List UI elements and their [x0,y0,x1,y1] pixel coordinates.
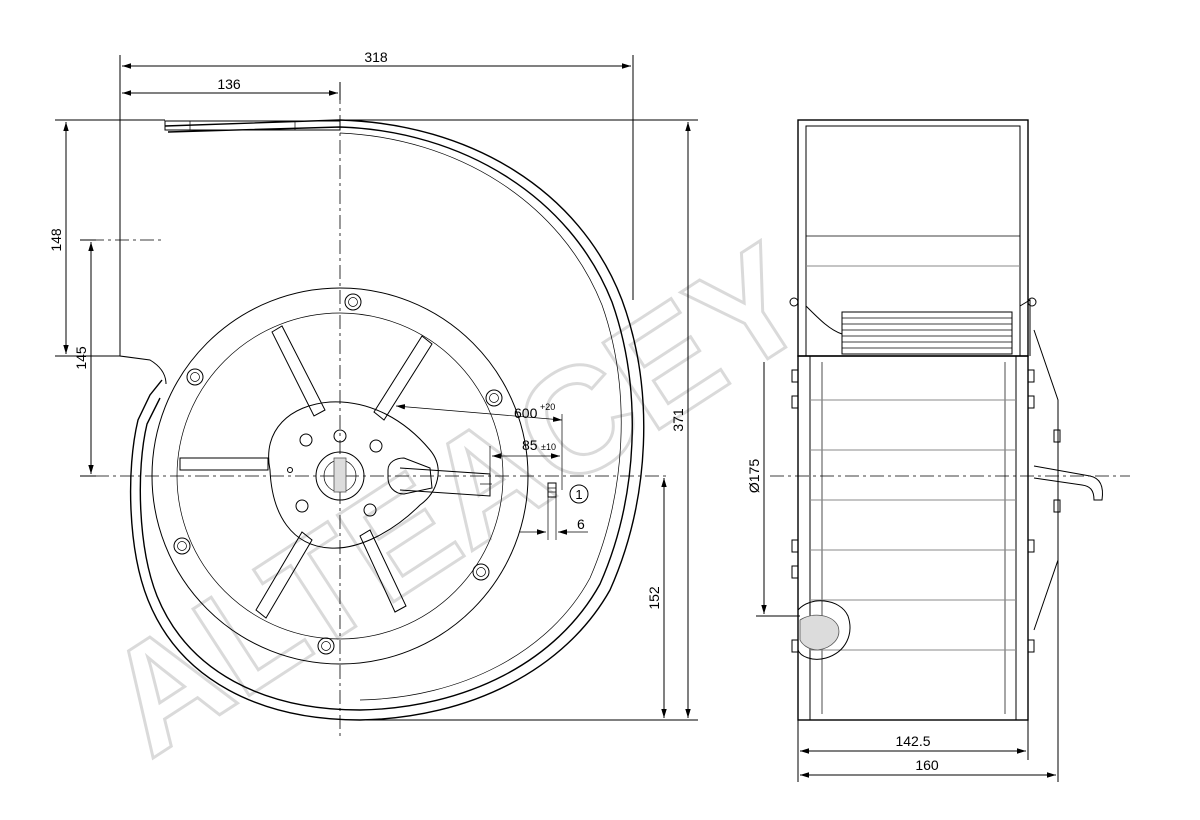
dim-85-tolerance: ±10 [541,442,556,452]
dim-142-5-label: 142.5 [895,733,930,749]
dim-strip-length: 85 ±10 [489,437,560,474]
callout-1: 1 [569,484,589,504]
support-spokes [179,325,433,619]
cable [399,467,491,497]
motor-hub-plate [268,401,439,549]
hub-bolts [287,429,383,517]
dim-cable-length: 600 +20 [395,402,563,490]
side-cable [1033,465,1103,501]
dim-600-label: 600 [514,405,538,421]
inlet-ring-inner [176,312,504,640]
shaft-label [333,457,347,493]
dim-136-label: 136 [217,76,241,92]
dim-diameter-label: Ø175 [746,459,762,493]
dim-diameter: Ø175 [746,362,800,617]
outlet-flange [164,120,341,131]
dim-152-label: 152 [646,586,662,610]
dim-height-total: 371 [340,119,698,721]
dim-height-outlet: 145 [73,239,96,477]
side-housing-body [797,355,1029,721]
inlet-ring-outer [151,287,529,665]
terminal-box-fins [842,317,1012,349]
housing-inner-spiral [139,126,633,711]
side-housing-bands [810,399,1016,651]
watermark-text: ALTEACEY [76,212,836,787]
dim-width-total: 318 [119,49,634,300]
inlet-cutaway [797,600,851,660]
dim-wire-strip: 6 [520,497,588,540]
dim-318-label: 318 [364,49,388,65]
motor-bracket [1033,329,1059,631]
housing-outer-spiral [129,119,645,721]
watermark: ALTEACEY [74,210,837,788]
dim-width-inlet: 136 [122,76,341,100]
side-outlet-box [797,119,1029,357]
dim-height-top: 148 [48,119,165,357]
motor-shaft-boss [315,451,365,501]
dim-145-label: 145 [73,346,89,370]
dim-side-inner: 142.5 [797,720,1029,782]
side-outlet-inner [805,125,1021,357]
dim-height-lower: 152 [646,478,667,718]
dim-6-label: 6 [577,516,585,532]
mounting-holes [173,293,503,655]
wire-end [547,482,557,498]
dim-160-label: 160 [915,757,939,773]
dim-148-label: 148 [48,228,64,252]
side-bolts [791,369,1035,653]
housing-flange-line [339,132,622,701]
dim-600-tolerance: +20 [540,402,555,412]
outlet-lower-lip [119,120,167,385]
dim-side-total: 160 [800,560,1059,782]
cable-gland [387,457,433,495]
dim-85-label: 85 [522,437,538,453]
dim-371-label: 371 [670,408,686,432]
terminal-box [841,311,1013,355]
front-view: 318 136 148 145 371 [48,49,698,740]
callout-1-label: 1 [575,487,582,502]
side-view: Ø175 142.5 160 [746,119,1130,782]
